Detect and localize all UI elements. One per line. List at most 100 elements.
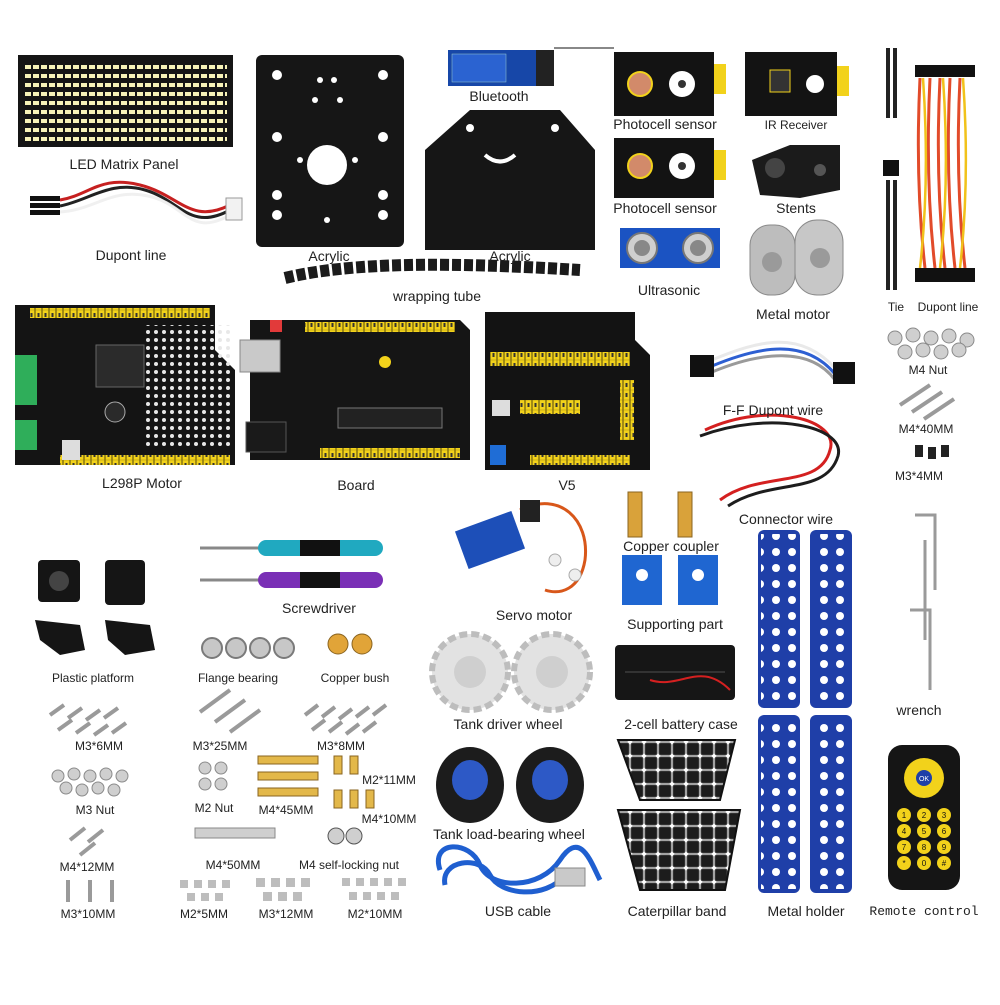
label-plastic-platform: Plastic platform (51, 671, 135, 685)
copper-bushes (327, 633, 373, 655)
label-m4-40: M4*40MM (898, 422, 954, 436)
label-photocell-1: Photocell sensor (613, 116, 717, 132)
copper-couplers (627, 491, 693, 538)
label-supporting-part: Supporting part (627, 616, 723, 632)
ff-dupont-wire (690, 340, 855, 384)
label-board: Board (337, 477, 375, 493)
m3-6-screws (48, 703, 128, 737)
label-connector-wire: Connector wire (738, 511, 834, 527)
label-copper-bush: Copper bush (320, 671, 390, 685)
m2-11-standoffs (333, 755, 359, 775)
dupont-line (30, 180, 243, 225)
remote-key-label: 4 (902, 827, 907, 836)
allen-wrenches (910, 513, 937, 690)
label-screwdriver: Screwdriver (282, 600, 356, 616)
led-matrix-panel (18, 55, 233, 147)
remote-key-label: * (902, 859, 905, 868)
label-ultrasonic: Ultrasonic (637, 282, 701, 298)
m4-12-screws (68, 826, 105, 857)
m4-self-locking-nut (327, 827, 363, 845)
photocell-sensor-2 (614, 138, 726, 198)
metal-holders (758, 530, 852, 893)
label-wrench: wrench (896, 702, 942, 718)
wrapping-tube (283, 258, 581, 284)
label-remote-control: Remote control (869, 904, 979, 919)
label-usb-cable: USB cable (484, 903, 552, 919)
m3-10-screws (66, 880, 114, 902)
tank-load-wheels (436, 747, 584, 823)
label-acrylic-right: Acrylic (489, 248, 531, 264)
remote-key (917, 808, 931, 822)
acrylic-plate-left (256, 55, 404, 247)
label-bluetooth: Bluetooth (469, 88, 529, 104)
remote-key-label: 1 (902, 811, 907, 820)
servo-motor (454, 500, 588, 594)
label-dupont-line: Dupont line (95, 247, 167, 263)
remote-key (897, 824, 911, 838)
arduino-board (239, 320, 470, 460)
remote-key-label: 6 (942, 827, 947, 836)
m4-40-screws (898, 383, 956, 421)
label-ff-dupont: F-F Dupont wire (722, 402, 824, 418)
remote-key-label: 3 (942, 811, 947, 820)
label-m2-10: M2*10MM (347, 907, 403, 921)
screwdriver-set (200, 540, 383, 588)
supporting-parts (622, 555, 718, 605)
label-m4-50: M4*50MM (205, 858, 261, 872)
label-m3-12: M3*12MM (258, 907, 314, 921)
remote-key (897, 808, 911, 822)
remote-key (917, 856, 931, 870)
acrylic-plate-right (425, 110, 595, 250)
plastic-platform (35, 560, 155, 655)
label-servo-motor: Servo motor (495, 607, 573, 623)
m2-nuts (198, 761, 228, 791)
remote-key (897, 856, 911, 870)
m3-12-screws (256, 878, 310, 901)
label-dupont-line-2: Dupont line (917, 300, 979, 314)
remote-key-label: 2 (922, 811, 927, 820)
remote-key (917, 840, 931, 854)
label-tie: Tie (887, 300, 905, 314)
metal-motors (749, 219, 844, 296)
battery-case (615, 645, 735, 700)
label-tank-load-wheel: Tank load-bearing wheel (433, 826, 585, 842)
caterpillar-band (616, 739, 742, 891)
label-stents: Stents (776, 200, 816, 216)
label-m2-nut: M2 Nut (194, 801, 234, 815)
remote-key-label: 0 (922, 859, 927, 868)
remote-key-label: 9 (942, 843, 947, 852)
ultrasonic-sensor (620, 228, 720, 268)
cable-ties (883, 48, 899, 290)
m4-45-standoffs (257, 755, 319, 797)
label-tank-driver-wheel: Tank driver wheel (453, 716, 563, 732)
label-m2-5: M2*5MM (179, 907, 229, 921)
label-m4-nut: M4 Nut (908, 363, 948, 377)
remote-key (917, 824, 931, 838)
label-m4-lock-nut: M4 self-locking nut (298, 858, 400, 872)
photocell-sensor-1 (614, 52, 726, 116)
remote-key (937, 824, 951, 838)
label-flange-bearing: Flange bearing (197, 671, 279, 685)
m3-nuts (51, 767, 129, 797)
label-copper-coupler: Copper coupler (623, 538, 719, 554)
connector-wire (699, 413, 840, 508)
label-l298p: L298P Motor (102, 475, 182, 491)
remote-key-label: 7 (902, 843, 907, 852)
label-led-matrix: LED Matrix Panel (69, 156, 179, 172)
label-m3-10: M3*10MM (60, 907, 116, 921)
m4-nuts (887, 327, 975, 360)
remote-key (937, 840, 951, 854)
ir-receiver-module (745, 52, 849, 116)
tank-driver-wheels (429, 631, 593, 713)
label-photocell-2: Photocell sensor (613, 200, 717, 216)
m2-10-screws (342, 878, 406, 900)
bluetooth-module (448, 47, 614, 86)
label-m4-10: M4*10MM (361, 812, 417, 826)
remote-key-label: 5 (922, 827, 927, 836)
m4-50-screw (194, 827, 276, 839)
label-v5: V5 (558, 477, 576, 493)
label-m3-8: M3*8MM (316, 739, 366, 753)
